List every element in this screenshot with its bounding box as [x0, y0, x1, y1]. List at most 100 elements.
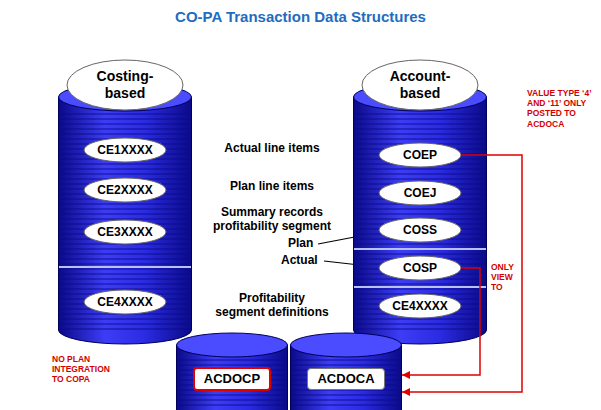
stripe: [354, 288, 486, 289]
section-line: [59, 266, 191, 268]
heading-ellipse: [362, 60, 478, 110]
stripe: [354, 168, 486, 169]
stripe: [291, 399, 401, 400]
stripe: [177, 359, 287, 360]
stripe: [354, 128, 486, 129]
table-ellipse: CE4XXXX: [378, 293, 462, 319]
diagram-title: CO-PA Transaction Data Structures: [0, 8, 601, 26]
stripe: [59, 123, 191, 124]
row-label: Actual line items: [197, 141, 347, 155]
stripe: [59, 208, 191, 209]
stripe: [354, 173, 486, 174]
database-cylinder: Costing-basedCE1XXXX CE2XXXX CE3XXXX CE4XXX…: [58, 55, 192, 345]
stripes: [354, 114, 486, 329]
stripe: [59, 328, 191, 329]
stripe: [59, 218, 191, 219]
section-line: [354, 248, 486, 250]
stripe: [291, 394, 401, 395]
table-name: COEJ: [404, 186, 437, 200]
stripe: [59, 263, 191, 264]
stripe: [354, 138, 486, 139]
stripe: [354, 243, 486, 244]
stripe: [291, 359, 401, 360]
stripe: [59, 323, 191, 324]
table-name: CE4XXXX: [97, 295, 152, 309]
table-name: ACDOCP: [193, 367, 271, 391]
row-label: Plan: [288, 236, 320, 250]
row-label: Actual: [281, 253, 323, 267]
stripe: [59, 258, 191, 259]
table-ellipse: CE3XXXX: [83, 219, 167, 245]
stripes: [177, 360, 287, 405]
database-heading: Costing-based: [83, 68, 167, 102]
stripe: [354, 213, 486, 214]
stripe: [59, 128, 191, 129]
stripe: [354, 118, 486, 119]
stripe: [59, 273, 191, 274]
ellipse-outline: [379, 294, 461, 318]
ellipse-outline: [84, 290, 166, 314]
stripe: [177, 394, 287, 395]
stripes: [59, 114, 191, 329]
stripe: [354, 248, 486, 249]
table-ellipse: COEJ: [378, 180, 462, 206]
stripe: [59, 168, 191, 169]
callout-note: NO PLAN INTEGRATION TO COPA: [52, 354, 118, 385]
ellipse-outline: [84, 178, 166, 202]
table-ellipse: COEP: [378, 142, 462, 168]
ellipse-outline: [379, 181, 461, 205]
table-name: COSP: [403, 261, 437, 275]
cylinder-body: [354, 97, 487, 344]
stripe: [354, 328, 486, 329]
section-lines: [59, 266, 191, 268]
section-line: [354, 286, 486, 288]
stripe: [59, 278, 191, 279]
stripe: [354, 253, 486, 254]
stripe: [59, 203, 191, 204]
cylinder-body: [59, 97, 192, 344]
stripe: [291, 404, 401, 405]
stripe: [59, 133, 191, 134]
callout-note: VALUE TYPE ‘4’ AND ‘11’ ONLY POSTED TO A…: [527, 88, 595, 129]
stripe: [59, 173, 191, 174]
stripe: [354, 208, 486, 209]
stripe: [177, 364, 287, 365]
ellipse-outline: [379, 218, 461, 242]
table-name: CE2XXXX: [97, 183, 152, 197]
table-ellipse: COSP: [378, 255, 462, 281]
ellipse-outline: [379, 256, 461, 280]
callout-note: ONLY VIEW TO: [491, 262, 519, 293]
stripe: [354, 133, 486, 134]
stripe: [59, 318, 191, 319]
table-name: CE1XXXX: [97, 143, 152, 157]
stripe: [59, 213, 191, 214]
table-name: COSS: [403, 223, 437, 237]
stripe: [59, 268, 191, 269]
table-ellipse: COSS: [378, 217, 462, 243]
heading-ellipse: [67, 60, 183, 110]
table-ellipse: CE4XXXX: [83, 289, 167, 315]
stripe: [59, 253, 191, 254]
stripe: [59, 113, 191, 114]
stripe: [59, 118, 191, 119]
table-ellipse: CE1XXXX: [83, 137, 167, 163]
row-label: Summary records profitability segment: [197, 205, 347, 234]
stripe: [59, 283, 191, 284]
stripes: [291, 360, 401, 405]
table-name: CE4XXXX: [392, 299, 447, 313]
table-name: CE3XXXX: [97, 225, 152, 239]
ellipse-outline: [379, 143, 461, 167]
row-label: Plan line items: [197, 179, 347, 193]
stripe: [354, 323, 486, 324]
database-cylinder: Account-basedCOEPCOEJCOSSCOSPCE4XXXX: [353, 55, 487, 345]
cylinder-top: [291, 333, 402, 357]
table-name: COEP: [403, 148, 437, 162]
database-cylinder: ACDOCP: [176, 333, 288, 410]
stripe: [354, 123, 486, 124]
stripe: [177, 404, 287, 405]
row-label: Profitability segment definitions: [214, 291, 330, 320]
cylinder-top: [177, 333, 288, 357]
section-lines: [354, 249, 486, 287]
database-cylinder: ACDOCA: [290, 333, 402, 410]
stripe: [59, 248, 191, 249]
